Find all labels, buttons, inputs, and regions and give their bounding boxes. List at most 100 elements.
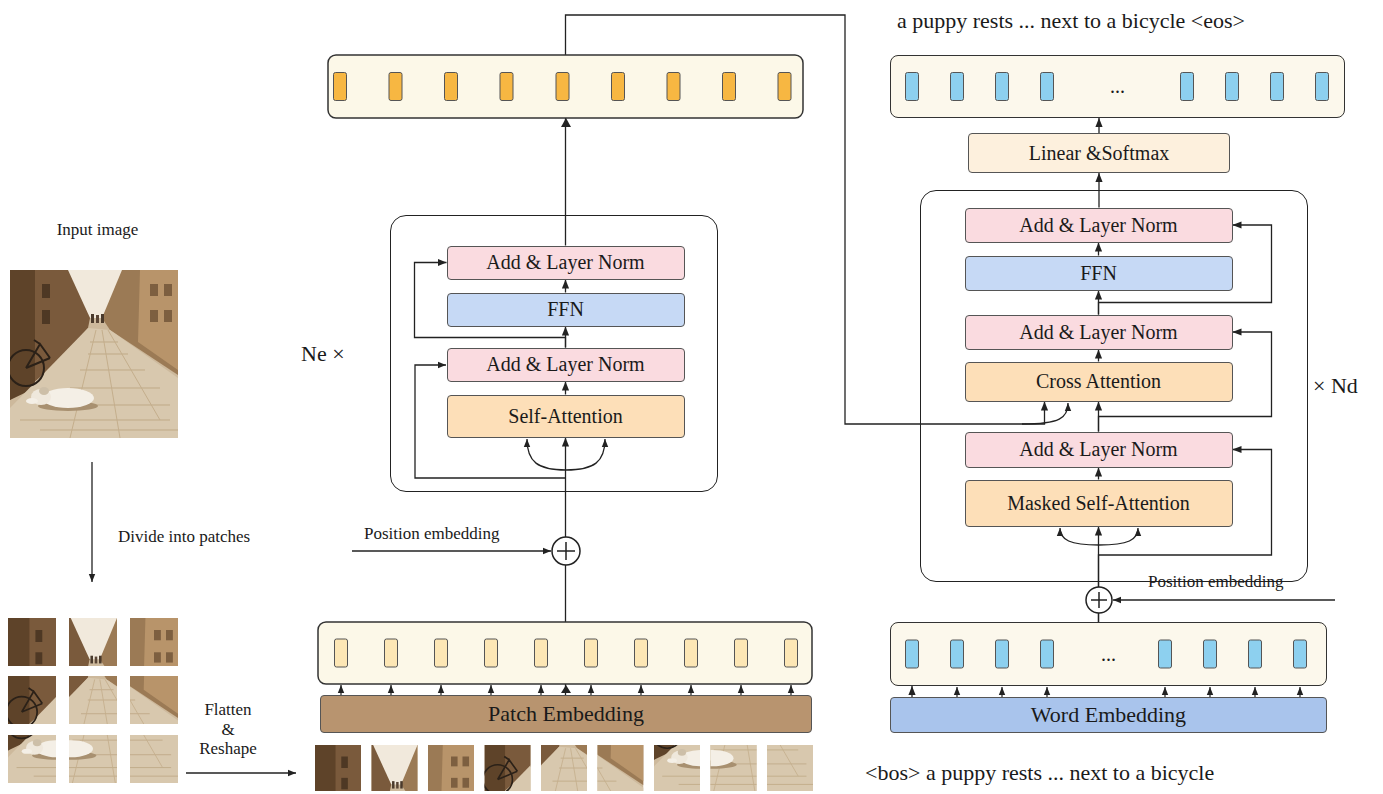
patch-token-bar (390, 685, 391, 695)
box-label: ... (1101, 643, 1116, 666)
add-symbol (1086, 587, 1112, 613)
patch-token-bar (735, 639, 748, 667)
encoder-output-bar (328, 55, 803, 127)
flow-arrow (565, 280, 566, 293)
encoder-output-bar (778, 73, 791, 101)
word-token-bar (1164, 687, 1165, 697)
repeat-count: × Nd (1313, 373, 1358, 398)
patch-token-bar (335, 639, 348, 667)
box-label: ... (1110, 75, 1125, 98)
input-label: Position embedding (1148, 572, 1284, 592)
attention-fork (1099, 528, 1138, 545)
attention-box: Self-Attention (447, 395, 685, 438)
box-label: Patch Embedding (488, 701, 644, 726)
attention-fork (1060, 528, 1099, 545)
flow-arrow (91, 462, 92, 582)
repeat-count: Ne × (301, 341, 345, 366)
add-symbol (552, 537, 1112, 613)
box-label: FFN (1080, 262, 1117, 285)
embedding-box: Patch Embedding (320, 695, 812, 733)
token-bar: ... (890, 622, 1327, 686)
patch-token-bar (785, 639, 798, 667)
patch-token-bar (561, 685, 571, 693)
flow-arrow (92, 462, 296, 773)
patch-token-bar (540, 685, 541, 695)
output-box: Linear &Softmax (968, 133, 1230, 173)
attention-box: Cross Attention (965, 362, 1233, 402)
image-patch (6, 618, 178, 783)
box-label: Linear &Softmax (1029, 142, 1170, 165)
position-embedding-wire (1113, 599, 1335, 600)
norm-box: Add & Layer Norm (965, 432, 1233, 468)
position-embedding-wire (352, 551, 1335, 600)
box-label: Self-Attention (508, 405, 622, 428)
encoder-block: Ne ×Add & Layer NormFFNAdd & Layer NormS… (390, 215, 718, 492)
add-symbol (1091, 592, 1107, 608)
attention-fork (527, 439, 566, 470)
word-token-bar (1209, 687, 1210, 697)
box-label: Add & Layer Norm (1019, 438, 1177, 461)
flow-arrow (1099, 450, 1272, 623)
input-caption: <bos> a puppy rests ... next to a bicycl… (865, 760, 1214, 785)
patch-token-bar (385, 639, 398, 667)
image-patch (32, 639, 178, 783)
encoder-output-bar (556, 73, 569, 101)
box-label: Add & Layer Norm (486, 251, 644, 274)
box-label: Add & Layer Norm (486, 353, 644, 376)
patch-token-bar (535, 639, 548, 667)
add-symbol (557, 542, 575, 560)
box-label: Add & Layer Norm (1019, 321, 1177, 344)
encoder-output-bar (612, 73, 625, 101)
ffn-box: FFN (447, 293, 685, 327)
word-token-bar (996, 640, 1009, 668)
decoder-output-bar (906, 73, 919, 101)
figure-label: Input image (30, 220, 165, 240)
patch-token-bar (440, 685, 441, 695)
word-token-bar (906, 640, 1307, 668)
step-label: Flatten & Reshape (196, 700, 260, 759)
norm-box: Add & Layer Norm (965, 315, 1233, 350)
decoder-output-bar (951, 73, 964, 101)
decoder-block: × NdAdd & Layer NormFFNAdd & Layer NormC… (920, 190, 1308, 582)
input-image (8, 270, 178, 438)
encoder-output-bar (723, 73, 736, 101)
encoder-output-bar (389, 73, 402, 101)
patch-token-bar (485, 639, 498, 667)
decoder-output-bar (1271, 73, 1284, 101)
flow-arrow (911, 686, 912, 697)
word-token-bar (1254, 687, 1255, 697)
position-embedding-wire (352, 550, 551, 551)
output-caption: a puppy rests ... next to a bicycle <eos… (897, 8, 1245, 33)
flow-arrow (565, 382, 566, 395)
encoder-output-bar (445, 73, 458, 101)
decoder-output-bar (906, 73, 1329, 101)
box-label: Add & Layer Norm (1019, 214, 1177, 237)
token-bar: ... (890, 55, 1345, 118)
word-token-bar (1204, 640, 1217, 668)
image-patch (32, 639, 178, 783)
input-image (8, 270, 178, 438)
attention-fork (566, 439, 605, 470)
patch-token-bar (790, 685, 791, 695)
flow-arrow (1098, 243, 1099, 256)
flattened-patch (334, 745, 474, 794)
word-token-bar (1294, 640, 1307, 668)
flow-arrow (1098, 350, 1099, 362)
decoder-output-bar (1316, 73, 1329, 101)
patch-token-bar (585, 639, 598, 667)
attention-box: Masked Self-Attention (965, 480, 1233, 527)
word-token-bar (1046, 687, 1047, 697)
flattened-patch (334, 745, 474, 794)
patch-token-bar (490, 685, 491, 695)
patch-token-bar (635, 639, 648, 667)
decoder-output-bar (996, 73, 1009, 101)
word-token-bar (1001, 687, 1002, 697)
encoder-output-bar (328, 55, 803, 118)
decoder-output-bar (1181, 73, 1194, 101)
word-token-bar (890, 622, 1327, 697)
box-label: Masked Self-Attention (1007, 492, 1190, 515)
step-label: Divide into patches (118, 527, 250, 547)
norm-box: Add & Layer Norm (965, 208, 1233, 243)
norm-box: Add & Layer Norm (447, 246, 685, 280)
